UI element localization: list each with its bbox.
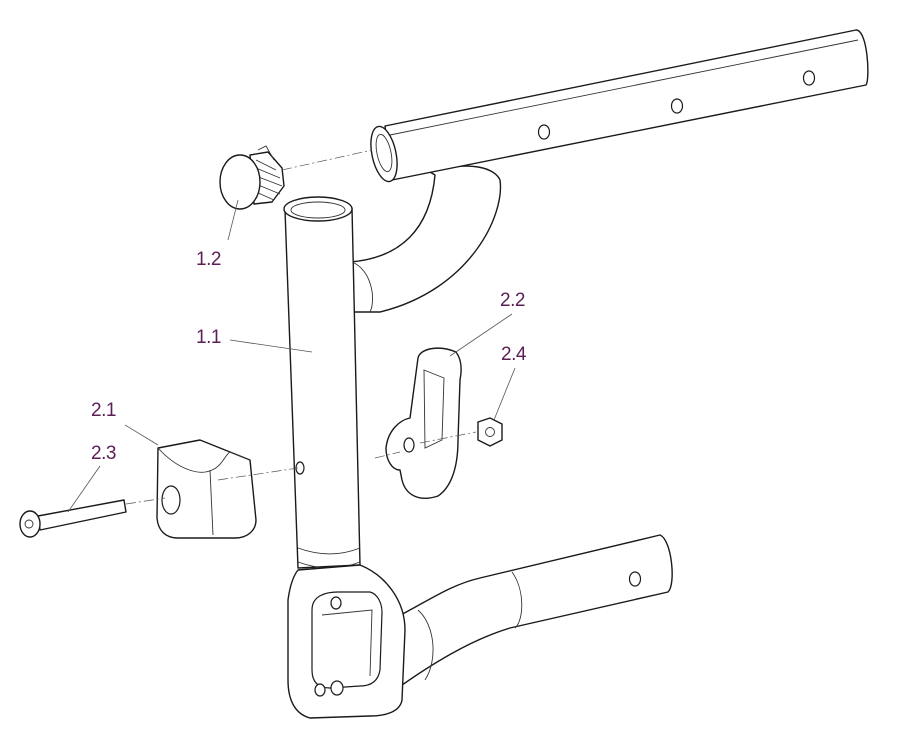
leader-lines bbox=[67, 199, 516, 513]
callout-label-1-1: 1.1 bbox=[196, 327, 221, 348]
hex-nut bbox=[477, 417, 503, 447]
end-plug bbox=[219, 145, 285, 210]
vertical-post bbox=[283, 196, 406, 719]
callout-label-2-2: 2.2 bbox=[500, 290, 525, 311]
callout-label-1-2: 1.2 bbox=[196, 249, 221, 270]
callout-label-2-3: 2.3 bbox=[91, 443, 116, 464]
clamp-half-left bbox=[156, 439, 257, 539]
lower-curved-tube bbox=[394, 534, 673, 691]
assembly-axis-lines bbox=[125, 149, 477, 505]
callout-label-2-4: 2.4 bbox=[501, 344, 526, 365]
bolt bbox=[19, 499, 127, 538]
callout-label-2-1: 2.1 bbox=[91, 400, 116, 421]
upper-horizontal-tube bbox=[349, 29, 869, 313]
clamp-half-right bbox=[385, 347, 462, 499]
